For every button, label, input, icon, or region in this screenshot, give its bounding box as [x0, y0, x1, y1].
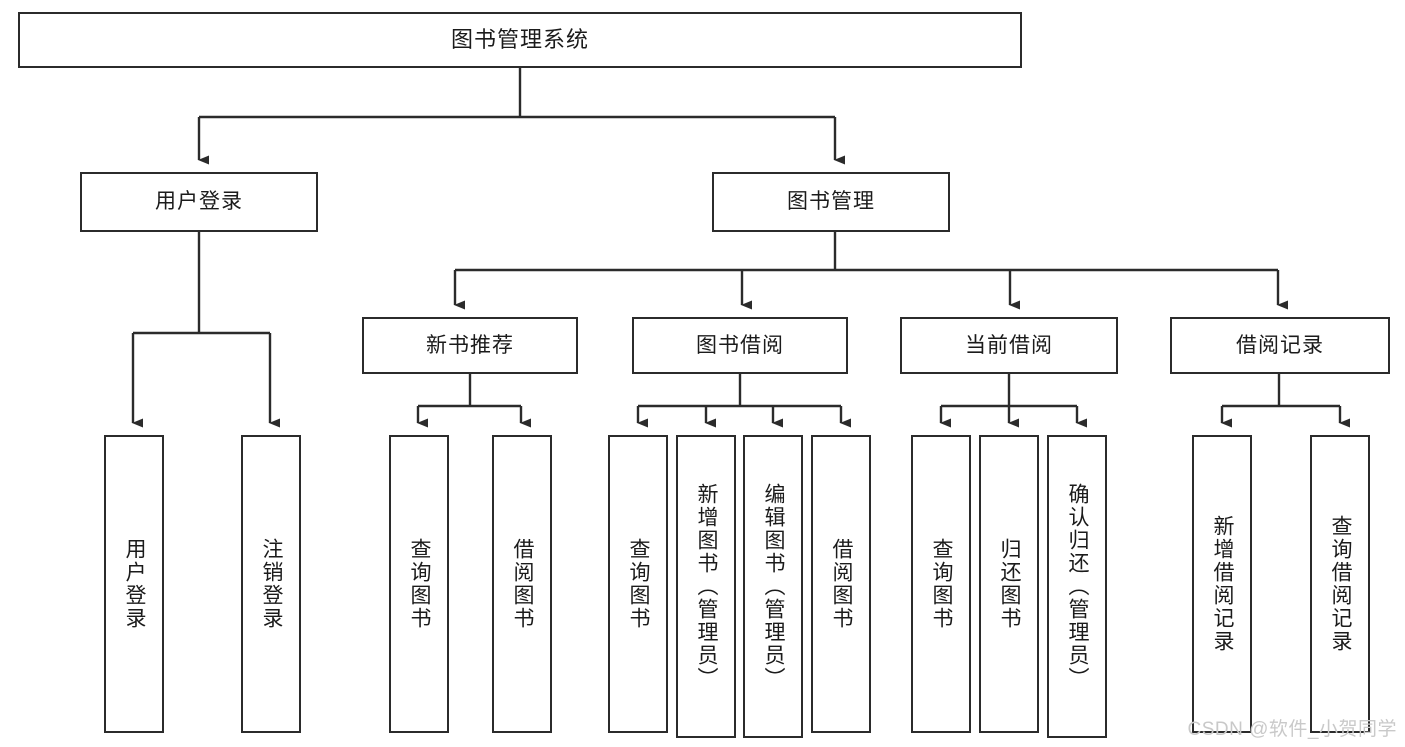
- node-new-book-rec[interactable]: 新书推荐: [362, 317, 578, 374]
- node-leaf-query-book-2[interactable]: 查询图书: [608, 435, 668, 733]
- node-leaf-logout-login[interactable]: 注销登录: [241, 435, 301, 733]
- node-label: 新增借阅记录: [1211, 515, 1235, 653]
- node-leaf-query-book-3[interactable]: 查询图书: [911, 435, 971, 733]
- node-label: 编辑图书（管理员）: [762, 483, 786, 690]
- node-book-manage[interactable]: 图书管理: [712, 172, 950, 232]
- node-label: 新增图书（管理员）: [695, 483, 719, 690]
- node-label: 图书管理: [787, 190, 875, 214]
- node-borrow-record[interactable]: 借阅记录: [1170, 317, 1390, 374]
- node-label: 当前借阅: [965, 333, 1053, 357]
- node-label: 借阅图书: [830, 538, 854, 630]
- node-label: 图书借阅: [696, 333, 784, 357]
- node-label: 查询借阅记录: [1329, 515, 1353, 653]
- node-label: 新书推荐: [426, 333, 514, 357]
- node-label: 确认归还（管理员）: [1066, 483, 1090, 690]
- node-label: 注销登录: [260, 538, 284, 630]
- node-leaf-borrow-book-2[interactable]: 借阅图书: [811, 435, 871, 733]
- node-leaf-borrow-book-1[interactable]: 借阅图书: [492, 435, 552, 733]
- node-label: 用户登录: [155, 190, 243, 214]
- node-leaf-query-book-1[interactable]: 查询图书: [389, 435, 449, 733]
- node-current-borrow[interactable]: 当前借阅: [900, 317, 1118, 374]
- node-leaf-edit-book[interactable]: 编辑图书（管理员）: [743, 435, 803, 738]
- node-leaf-add-book[interactable]: 新增图书（管理员）: [676, 435, 736, 738]
- node-label: 用户登录: [123, 538, 147, 630]
- node-label: 查询图书: [408, 538, 432, 630]
- node-leaf-query-record[interactable]: 查询借阅记录: [1310, 435, 1370, 733]
- node-leaf-user-login[interactable]: 用户登录: [104, 435, 164, 733]
- csdn-watermark: CSDN @软件_小贺同学: [1187, 719, 1397, 740]
- node-label: 借阅记录: [1236, 333, 1324, 357]
- node-leaf-return-book[interactable]: 归还图书: [979, 435, 1039, 733]
- node-label: 借阅图书: [511, 538, 535, 630]
- node-leaf-add-record[interactable]: 新增借阅记录: [1192, 435, 1252, 733]
- node-leaf-confirm-return[interactable]: 确认归还（管理员）: [1047, 435, 1107, 738]
- node-label: 归还图书: [998, 538, 1022, 630]
- node-label: 查询图书: [627, 538, 651, 630]
- node-book-borrow[interactable]: 图书借阅: [632, 317, 848, 374]
- node-user-login[interactable]: 用户登录: [80, 172, 318, 232]
- node-label: 图书管理系统: [450, 26, 589, 52]
- node-label: 查询图书: [930, 538, 954, 630]
- node-root-system[interactable]: 图书管理系统: [18, 12, 1022, 68]
